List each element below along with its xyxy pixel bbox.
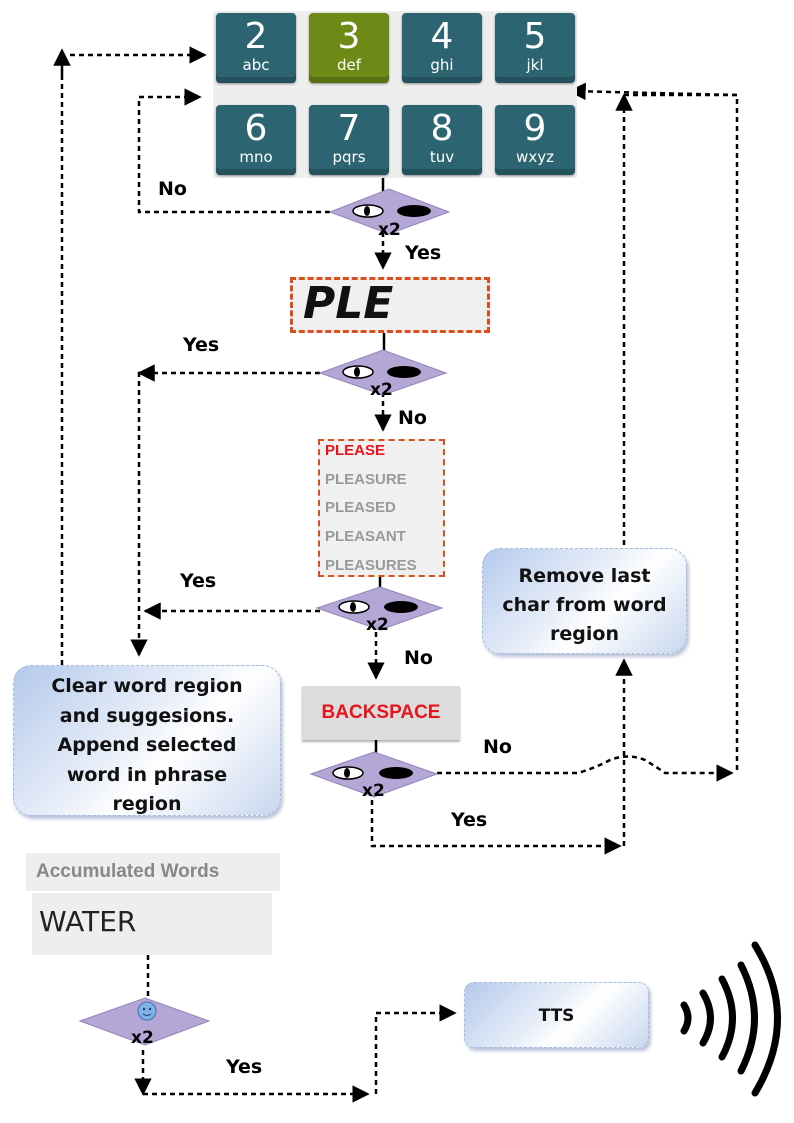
key-letters: jkl xyxy=(526,56,544,74)
decision-4-no-label: No xyxy=(483,736,512,758)
accumulated-words-field: WATER xyxy=(32,893,272,955)
key-letters: def xyxy=(336,56,362,74)
decision-diamond-5 xyxy=(78,997,211,1046)
key-digit: 8 xyxy=(430,108,454,149)
key-digit: 2 xyxy=(244,16,268,57)
decision-1-yes-label: Yes xyxy=(405,242,442,264)
clear-panel-line: Append selected xyxy=(57,734,237,756)
key-digit: 3 xyxy=(337,16,361,57)
decision-2-yes-label: Yes xyxy=(183,334,220,356)
clear-panel-line: word in phrase xyxy=(66,763,228,786)
key-digit: 6 xyxy=(244,108,268,149)
remove-panel-line: Remove last xyxy=(518,565,651,587)
decision-diamond-1 xyxy=(328,188,451,235)
decision-2-no-label: No xyxy=(398,407,427,429)
key-digit: 9 xyxy=(523,108,547,149)
decision-diamond-3 xyxy=(315,586,444,631)
key-digit: 7 xyxy=(337,108,361,149)
remove-last-char-panel: Remove last char from word region xyxy=(482,548,687,654)
key-letters: pqrs xyxy=(332,148,366,166)
key-letters: abc xyxy=(242,56,270,74)
clear-panel-line: Clear word region xyxy=(51,675,243,697)
decision-5-yes-label: Yes xyxy=(226,1056,263,1078)
decision-3-no-label: No xyxy=(404,647,433,669)
decision-3-count: x2 xyxy=(366,615,389,635)
suggestion-item[interactable]: PLEASURE xyxy=(325,471,407,488)
clear-panel-line: and suggesions. xyxy=(59,704,235,727)
clear-panel-line: region xyxy=(112,793,182,815)
suggestion-item[interactable]: PLEASED xyxy=(325,499,396,516)
backspace-button[interactable]: BACKSPACE xyxy=(302,686,460,740)
decision-4-count: x2 xyxy=(362,781,385,801)
decision-1-no-label: No xyxy=(158,178,187,200)
decision-5-count: x2 xyxy=(131,1028,154,1048)
accumulated-words-title: Accumulated Words xyxy=(26,853,280,891)
suggestion-item[interactable]: PLEASE xyxy=(325,442,386,459)
decision-4-yes-label: Yes xyxy=(451,809,488,831)
clear-word-region-panel: Clear word region and suggesions. Append… xyxy=(13,665,281,816)
remove-panel-line: region xyxy=(550,623,619,645)
key-digit: 4 xyxy=(430,16,454,57)
decision-1-count: x2 xyxy=(378,220,401,240)
key-letters: mno xyxy=(239,148,273,166)
key-letters: wxyz xyxy=(516,148,554,166)
word-region-text: PLE xyxy=(303,278,394,329)
key-letters: ghi xyxy=(430,56,454,74)
word-region: PLE xyxy=(290,277,490,333)
key-letters: tuv xyxy=(429,148,455,166)
remove-panel-line: char from word xyxy=(502,594,667,616)
sound-waves-icon xyxy=(680,941,781,1097)
decision-diamond-2 xyxy=(318,349,448,396)
decision-diamond-4 xyxy=(309,751,439,798)
tts-panel: TTS xyxy=(464,982,649,1048)
suggestion-item[interactable]: PLEASURES xyxy=(325,557,417,574)
decision-3-yes-label: Yes xyxy=(180,570,217,592)
suggestions-list: PLEASE PLEASURE PLEASED PLEASANT PLEASUR… xyxy=(318,439,445,577)
decision-2-count: x2 xyxy=(370,380,393,400)
suggestion-item[interactable]: PLEASANT xyxy=(325,528,406,545)
key-digit: 5 xyxy=(523,16,547,57)
